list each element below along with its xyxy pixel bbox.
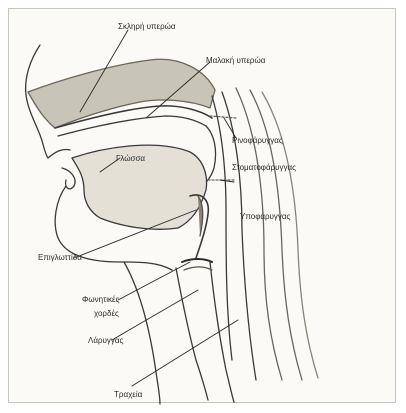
nasal-cavity [28, 59, 215, 128]
label-vocal-cords-2: χορδές [94, 309, 119, 318]
spine-line-3 [262, 92, 318, 378]
leader-nasopharynx [224, 118, 236, 138]
pharynx-back-wall [212, 96, 232, 360]
division-nasopharynx [210, 116, 236, 118]
label-oropharynx: Στοματοφάρυγγας [232, 163, 296, 172]
label-epiglottis: Επιγλωττίδα [38, 253, 82, 262]
label-tongue: Γλώσσα [116, 154, 145, 163]
label-larynx: Λάρυγγας [88, 336, 123, 345]
spine-line-2 [250, 90, 302, 380]
label-vocal-cords-1: Φωνητικές [82, 295, 119, 304]
upper-lip [48, 149, 70, 158]
label-hypopharynx: Υποφάρυγγας [240, 212, 290, 221]
label-nasopharynx: Ρινοφάρυγγας [232, 136, 283, 145]
neck-front [124, 262, 160, 404]
leader-vocal-cords [118, 262, 190, 300]
label-trachea: Τραχεία [114, 390, 142, 399]
larynx-back [210, 262, 234, 402]
label-soft-palate: Μαλακή υπερώα [206, 56, 265, 65]
larynx-front [176, 268, 208, 400]
spine-line-1 [236, 88, 282, 380]
label-hard-palate: Σκληρή υπερώα [118, 22, 176, 31]
lower-lip [62, 168, 75, 189]
vocal-cords [182, 259, 212, 262]
